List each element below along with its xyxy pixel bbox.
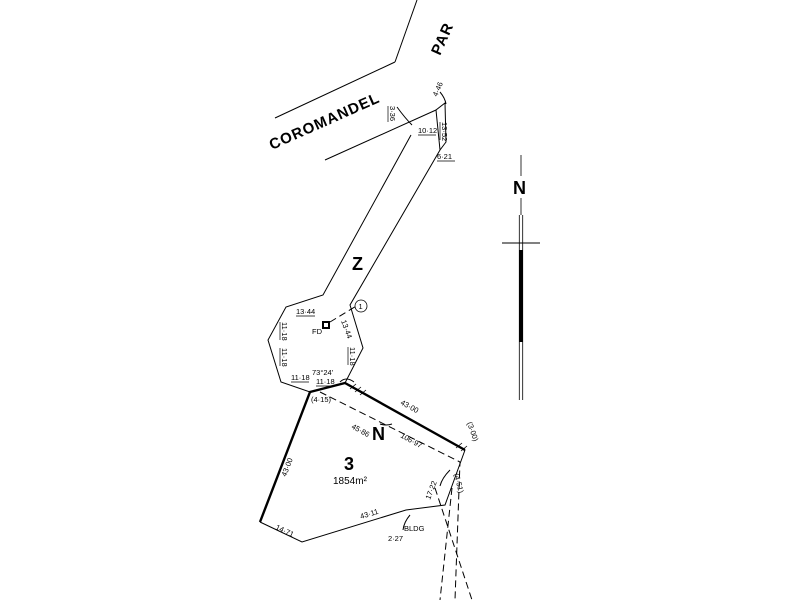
- dim-106-97: 106·97: [399, 431, 424, 450]
- circle-marker-number: 1: [359, 302, 363, 311]
- dim-3-00: (3·00): [465, 421, 480, 443]
- north-arrow: [502, 155, 540, 400]
- fd-marker-square: [322, 321, 330, 329]
- lot-area-label: 1854m²: [333, 476, 368, 487]
- easement-n-label: N: [372, 424, 385, 444]
- dim-4-51: (4·51): [452, 472, 466, 494]
- easement-lines: [319, 391, 473, 600]
- lot-number-label: 3: [344, 454, 354, 474]
- angle-arcs: [339, 91, 451, 531]
- dim-45-86: 45·86: [350, 422, 371, 439]
- road-name-par: PAR: [428, 20, 457, 58]
- dim-43-00-top: 43·00: [399, 398, 420, 415]
- dim-11-18-left-lower: 11·18: [280, 348, 289, 367]
- dim-11-18-bottom-right: 11·18: [316, 377, 335, 386]
- parcel-z-label: Z: [352, 254, 363, 274]
- dim-3-36: 3·36: [388, 106, 397, 121]
- dim-angle: 73°24': [312, 368, 334, 377]
- dim-11-18-left-upper: 11·18: [280, 322, 289, 341]
- parcel-z-outline: [267, 101, 447, 393]
- dim-11-18-right: 11·18: [348, 347, 357, 366]
- dim-13-44-top: 13·44: [296, 307, 315, 316]
- road-lines: [274, 0, 437, 161]
- fd-label: FD: [312, 327, 323, 336]
- hatch-marks: [349, 383, 468, 452]
- dim-43-00-left: 43·00: [279, 457, 294, 478]
- lot-3-boundary: [258, 381, 466, 543]
- bldg-label: BLDG: [404, 524, 425, 533]
- dim-6-21: 6·21: [437, 152, 452, 161]
- dim-2-27: 2·27: [388, 534, 403, 543]
- dim-4-15: (4·15): [311, 395, 332, 404]
- road-name-coromandel: COROMANDEL: [267, 90, 383, 154]
- dim-17-22: 17·22: [423, 480, 438, 501]
- dim-11-18-bottom-left: 11·18: [291, 373, 310, 382]
- dim-13-52: 13·52: [440, 122, 449, 141]
- circle-marker: [354, 299, 368, 313]
- dim-10-12: 10·12: [418, 126, 437, 135]
- dim-14-71: 14·71: [274, 523, 295, 539]
- north-arrow-label: N: [513, 178, 526, 198]
- dim-13-44-diagonal: 13·44: [339, 319, 354, 340]
